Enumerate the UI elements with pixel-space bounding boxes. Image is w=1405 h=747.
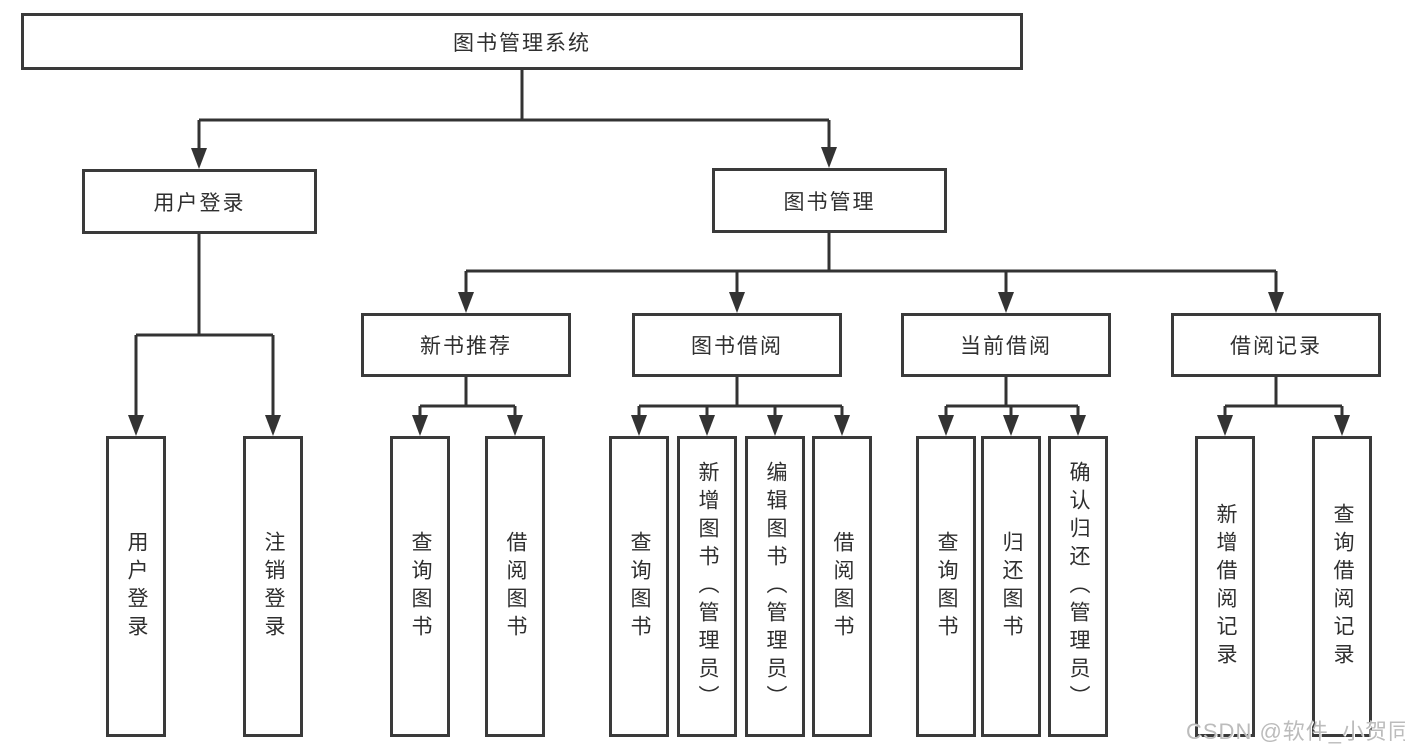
node-label: 确认归还（管理员） xyxy=(1067,460,1090,713)
csdn-watermark: CSDN @软件_小贺同学 xyxy=(1186,719,1405,744)
leaf-user-login: 用户登录 xyxy=(106,436,166,737)
node-label: 借阅图书 xyxy=(504,530,527,643)
node-label: 查询图书 xyxy=(628,530,651,643)
node-label: 借阅记录 xyxy=(1230,335,1322,358)
node-label: 图书借阅 xyxy=(691,335,783,358)
leaf-return-books: 归还图书 xyxy=(981,436,1041,737)
leaf-add-borrow-record: 新增借阅记录 xyxy=(1195,436,1255,737)
node-label: 用户登录 xyxy=(153,191,246,215)
node-user-login: 用户登录 xyxy=(82,169,317,234)
leaf-confirm-return-admin: 确认归还（管理员） xyxy=(1048,436,1108,737)
node-borrowing-records: 借阅记录 xyxy=(1171,313,1381,377)
node-label: 编辑图书（管理员） xyxy=(764,460,787,713)
leaf-add-books-admin: 新增图书（管理员） xyxy=(677,436,737,737)
node-label: 归还图书 xyxy=(1000,530,1023,643)
node-current-borrowing: 当前借阅 xyxy=(901,313,1111,377)
node-library-management-system: 图书管理系统 xyxy=(21,13,1023,70)
node-label: 查询图书 xyxy=(935,530,958,643)
leaf-query-books-borrow: 查询图书 xyxy=(609,436,669,737)
node-label: 新书推荐 xyxy=(420,335,512,358)
node-label: 查询图书 xyxy=(409,530,432,643)
node-label: 借阅图书 xyxy=(831,530,854,643)
leaf-query-books-recommend: 查询图书 xyxy=(390,436,450,737)
leaf-edit-books-admin: 编辑图书（管理员） xyxy=(745,436,805,737)
node-label: 图书管理系统 xyxy=(453,31,591,55)
node-label: 用户登录 xyxy=(125,530,148,643)
leaf-query-books-current: 查询图书 xyxy=(916,436,976,737)
node-label: 新增图书（管理员） xyxy=(696,460,719,713)
leaf-borrow-books-recommend: 借阅图书 xyxy=(485,436,545,737)
node-book-management: 图书管理 xyxy=(712,168,947,233)
node-label: 查询借阅记录 xyxy=(1331,502,1354,671)
leaf-query-borrow-record: 查询借阅记录 xyxy=(1312,436,1372,737)
node-label: 当前借阅 xyxy=(960,335,1052,358)
node-label: 图书管理 xyxy=(783,190,876,214)
node-label: 注销登录 xyxy=(262,530,285,643)
node-label: 新增借阅记录 xyxy=(1214,502,1237,671)
leaf-logout: 注销登录 xyxy=(243,436,303,737)
node-book-borrowing: 图书借阅 xyxy=(632,313,842,377)
leaf-borrow-books: 借阅图书 xyxy=(812,436,872,737)
node-new-book-recommend: 新书推荐 xyxy=(361,313,571,377)
